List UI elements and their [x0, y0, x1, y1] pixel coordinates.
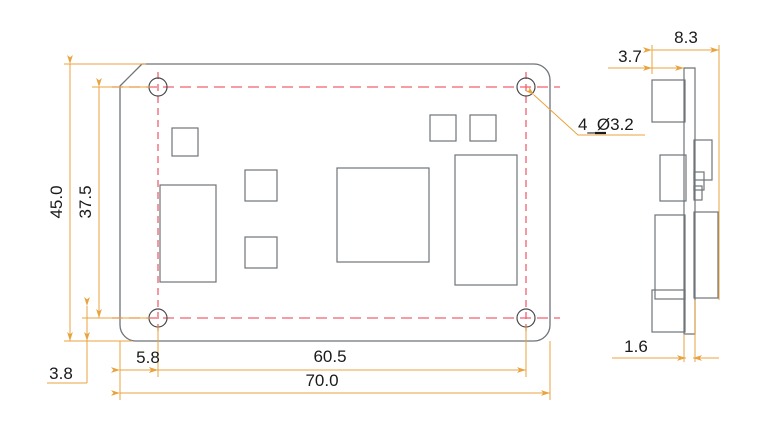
- board-outline: [119, 63, 551, 342]
- side-component-right-small-a: [693, 171, 705, 191]
- dimension-label-bottom-offset: 3.8: [49, 364, 73, 383]
- dimension-label-left-offset: 5.8: [136, 348, 160, 367]
- component-ic-center: [336, 167, 430, 263]
- leader-line-hole-callout: [525, 86, 645, 136]
- side-component-right-small-b: [693, 185, 703, 201]
- hole-top-right: [516, 77, 536, 97]
- component-pad-small-upper-left: [171, 127, 199, 157]
- dimension-label-side-front-height: 3.7: [618, 47, 642, 66]
- side-component-bottom: [651, 289, 686, 333]
- dimension-height-overall: 45.0: [47, 55, 146, 342]
- dimension-side-board-thickness: 1.6: [612, 300, 719, 362]
- side-component-right-upper: [693, 139, 713, 181]
- component-pad-mid-lower: [244, 236, 278, 269]
- side-component-upper-mid: [659, 154, 687, 202]
- side-component-right-lower: [693, 211, 719, 299]
- component-pad-mid-upper: [244, 169, 278, 202]
- dimension-height-hole-pitch: 37.5: [76, 78, 150, 319]
- dimension-label-side-board-thickness: 1.6: [624, 337, 648, 356]
- component-connector-left: [159, 184, 217, 283]
- component-connector-right: [454, 154, 518, 286]
- callout-hole-diameter: 4_Ø3.2: [525, 86, 645, 136]
- dimension-label-height-overall: 45.0: [47, 185, 66, 218]
- side-view-group: [651, 67, 719, 335]
- dimension-left-offset: 5.8: [111, 326, 160, 377]
- side-component-top: [651, 79, 686, 123]
- dimension-label-height-hole-pitch: 37.5: [76, 185, 95, 218]
- dimension-width-hole-pitch: 60.5: [149, 326, 527, 377]
- dimension-label-width-overall: 70.0: [305, 371, 338, 390]
- component-pad-top-right-a: [429, 114, 457, 142]
- dimension-bottom-offset: 3.8: [47, 297, 90, 384]
- front-view-group: [112, 63, 560, 342]
- callout-label-hole-diameter: 4_Ø3.2: [578, 115, 634, 134]
- dimension-label-side-total-thickness: 8.3: [674, 28, 698, 47]
- dimension-side-front-height: 3.7: [608, 47, 684, 71]
- dimension-width-overall: 70.0: [111, 341, 551, 400]
- component-pad-top-right-b: [469, 114, 497, 142]
- side-component-center: [654, 214, 686, 300]
- dimension-side-total-thickness: 8.3: [643, 28, 720, 300]
- dimension-label-width-hole-pitch: 60.5: [313, 347, 346, 366]
